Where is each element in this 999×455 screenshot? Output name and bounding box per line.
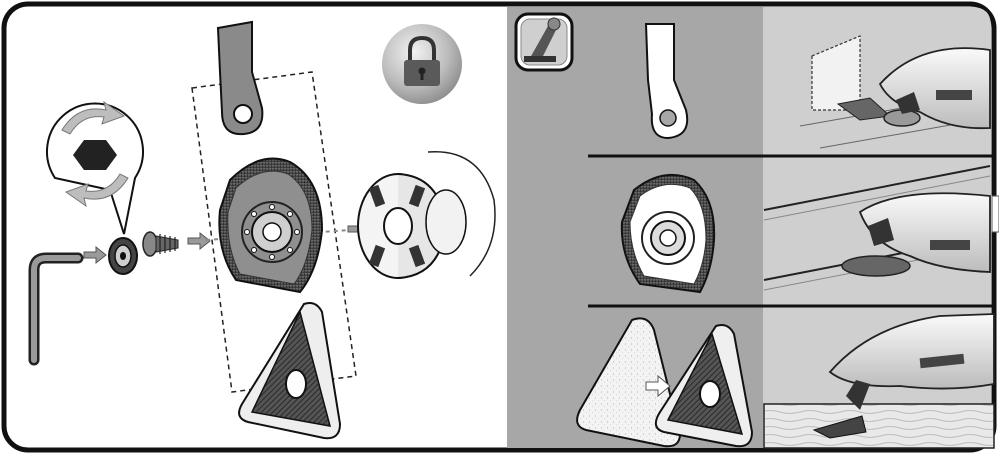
tool-setup-icon xyxy=(516,14,572,70)
segment-saw-blade xyxy=(219,159,322,292)
segment-saw-blade-usage xyxy=(622,175,714,292)
padlock-icon xyxy=(382,24,462,104)
